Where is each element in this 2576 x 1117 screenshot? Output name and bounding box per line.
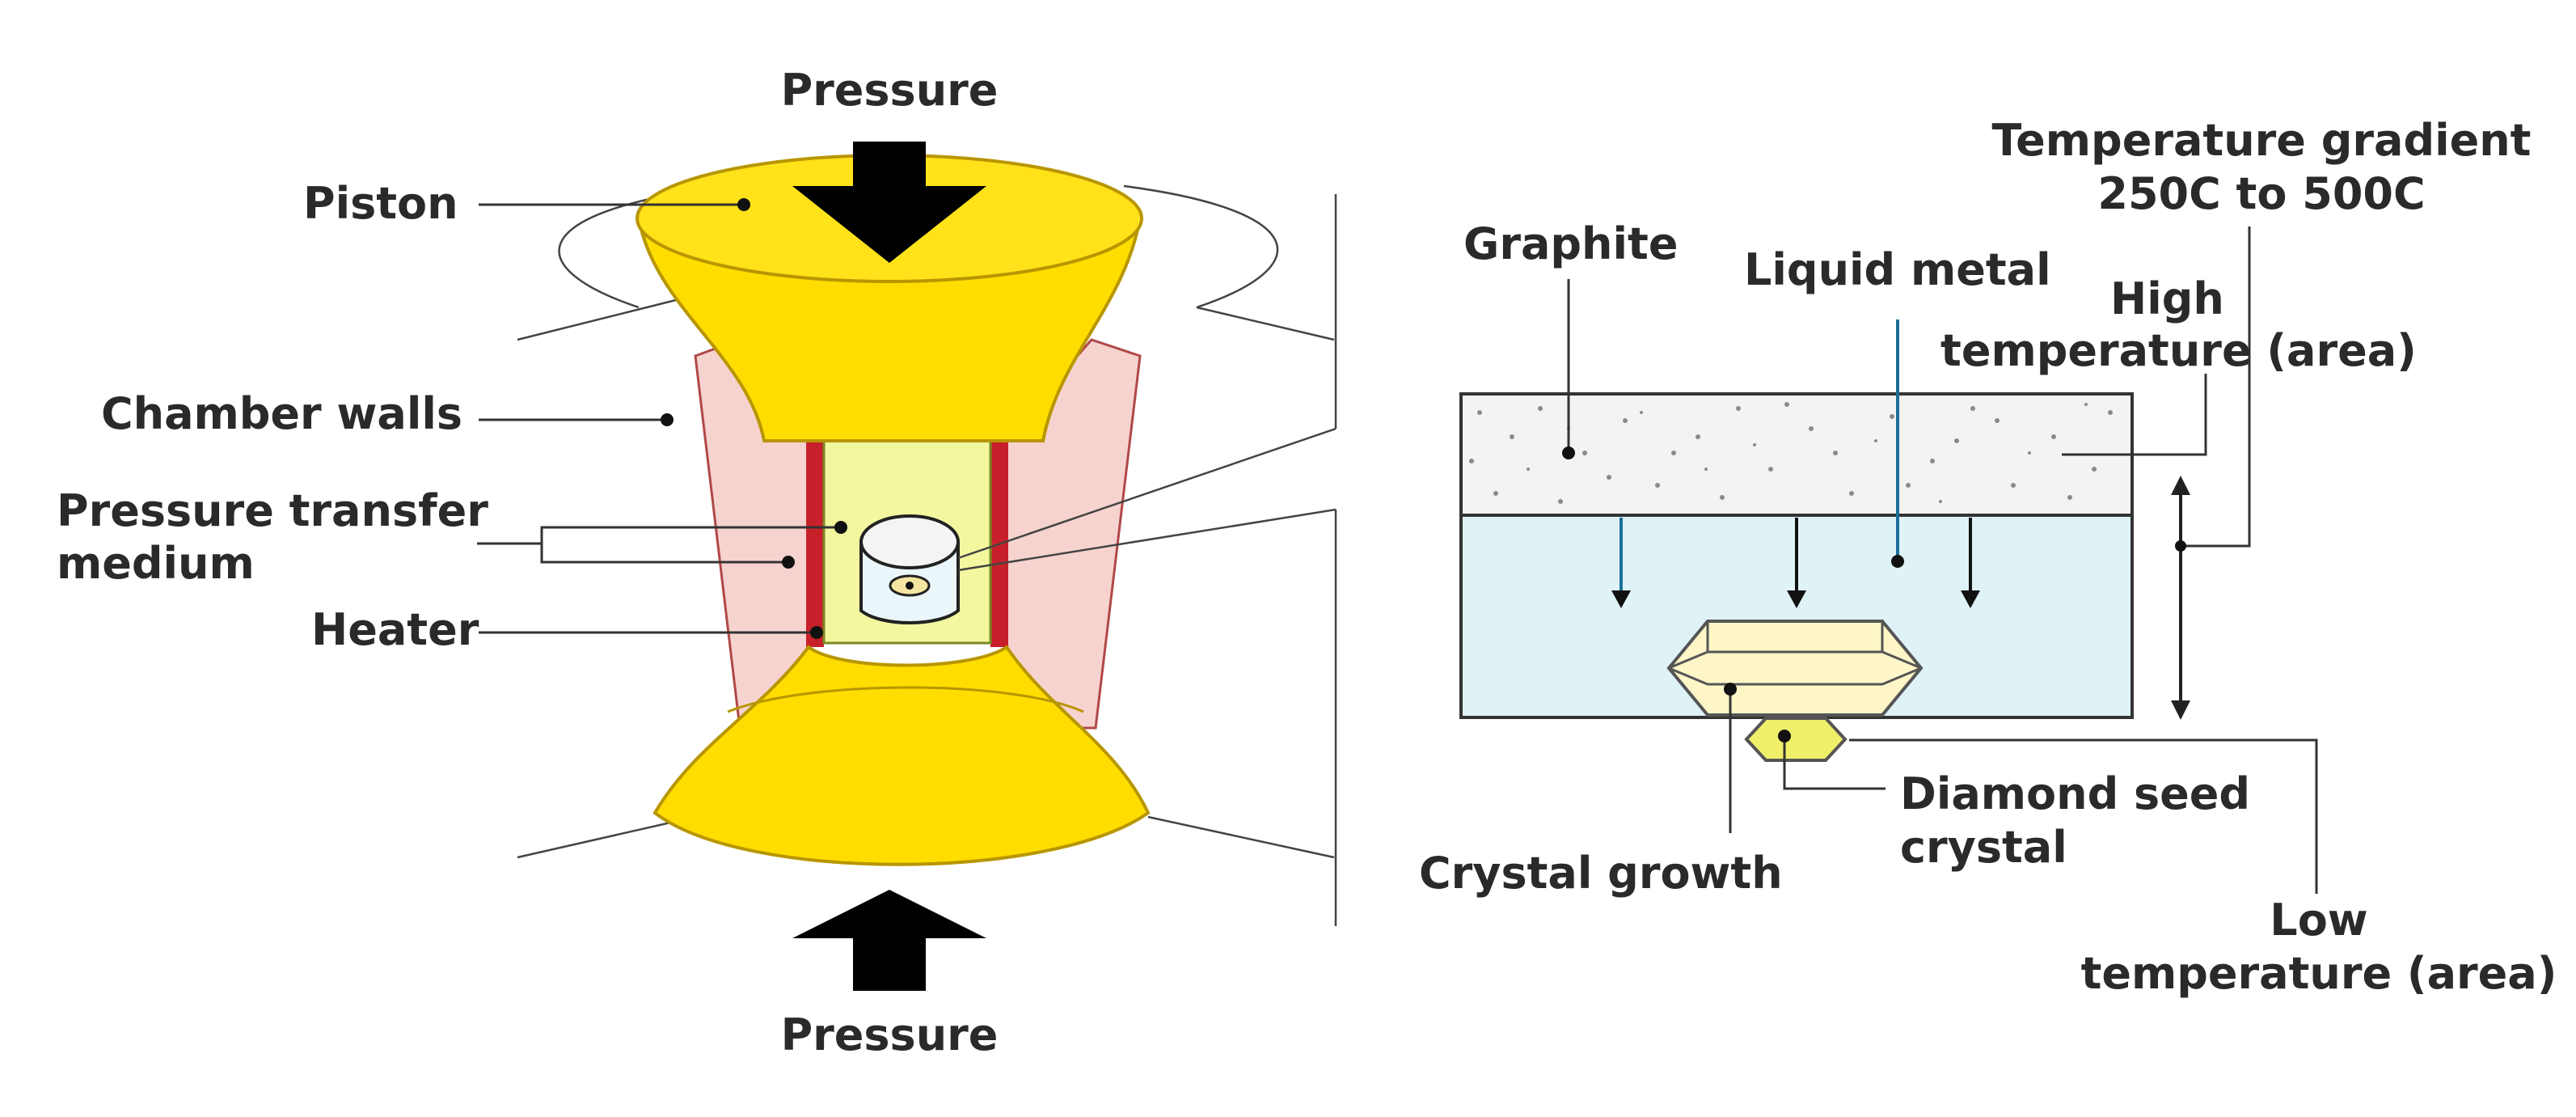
temperature-gradient-cell: Temperature gradient 250C to 500C Graphi… bbox=[1419, 115, 2557, 999]
leader-temp-gradient bbox=[2181, 226, 2251, 548]
label-pressure-transfer-1: Pressure transfer bbox=[57, 485, 488, 536]
zoom-line-upper bbox=[957, 427, 1337, 560]
leader-low-temp bbox=[1849, 738, 2318, 894]
label-diamond-seed-1: Diamond seed bbox=[1900, 768, 2250, 819]
label-pressure-transfer-2: medium bbox=[57, 538, 255, 589]
label-pressure-top: Pressure bbox=[781, 65, 999, 116]
leader-pressure-transfer bbox=[477, 526, 841, 564]
piston-bottom-rim bbox=[727, 686, 1084, 713]
grown-crystal bbox=[1666, 620, 1924, 717]
temperature-gradient-arrow bbox=[2171, 476, 2190, 720]
label-pressure-bottom: Pressure bbox=[781, 1009, 999, 1060]
label-heater: Heater bbox=[311, 604, 479, 655]
label-graphite: Graphite bbox=[1463, 218, 1678, 269]
leader-high-temp bbox=[2062, 374, 2207, 456]
graphite-layer bbox=[1459, 392, 2134, 517]
label-temp-gradient-2: 250C to 500C bbox=[2097, 168, 2425, 219]
carbon-flow-arrows bbox=[1611, 518, 1980, 608]
label-low-temp-1: Low bbox=[2270, 895, 2367, 946]
label-piston: Piston bbox=[303, 178, 458, 229]
label-chamber-walls: Chamber walls bbox=[101, 388, 462, 439]
piston-bottom bbox=[652, 645, 1151, 866]
zoom-line-lower bbox=[957, 508, 1337, 572]
press-frame-outline bbox=[517, 184, 1335, 859]
graphite-speckles bbox=[1469, 402, 2113, 504]
label-crystal-growth: Crystal growth bbox=[1419, 848, 1783, 899]
label-high-temp-1: High bbox=[2110, 273, 2224, 324]
sample-capsule bbox=[859, 514, 960, 624]
label-temp-gradient-1: Temperature gradient bbox=[1992, 115, 2532, 166]
label-liquid-metal: Liquid metal bbox=[1744, 244, 2051, 295]
press-apparatus: Pressure Piston Chamber walls Pressure t… bbox=[57, 65, 1337, 1060]
pressure-arrow-top bbox=[792, 142, 986, 263]
label-high-temp-2: temperature (area) bbox=[1940, 325, 2417, 376]
label-low-temp-2: temperature (area) bbox=[2081, 948, 2557, 999]
pressure-arrow-bottom bbox=[792, 890, 986, 991]
leader-diamond-seed bbox=[1783, 736, 1886, 790]
heater-strip-right bbox=[990, 437, 1008, 647]
diamond-seed bbox=[1744, 717, 1848, 762]
label-diamond-seed-2: crystal bbox=[1900, 822, 2067, 873]
heater-strip-left bbox=[806, 437, 824, 647]
